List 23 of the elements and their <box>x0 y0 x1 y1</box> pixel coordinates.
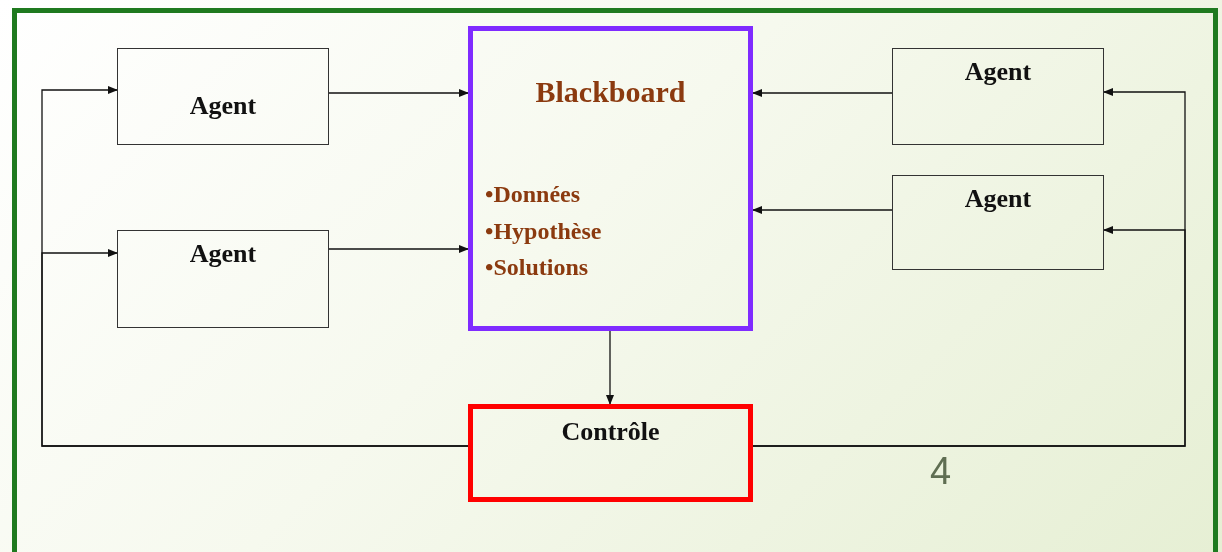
arrow <box>328 89 469 97</box>
agent-box <box>892 175 1104 270</box>
box-title: Blackboard <box>534 75 687 109</box>
box-title: Contrôle <box>560 417 661 447</box>
control-box <box>468 404 753 502</box>
arrow <box>41 249 469 447</box>
arrow <box>606 330 614 405</box>
agent-box <box>892 48 1104 145</box>
box-title: Agent <box>188 239 258 269</box>
list-item: •Hypothèse <box>485 218 602 245</box>
blackboard-box <box>468 26 753 331</box>
list-item: •Données <box>485 181 581 208</box>
arrow <box>752 206 893 214</box>
arrow <box>752 226 1186 447</box>
agent-box <box>117 48 329 145</box>
list-item: •Solutions <box>485 254 589 281</box>
box-title: Agent <box>188 91 258 121</box>
arrow <box>328 245 469 253</box>
page-number: 4 <box>930 450 952 493</box>
box-title: Agent <box>963 57 1033 87</box>
box-title: Agent <box>963 184 1033 214</box>
agent-box <box>117 230 329 328</box>
arrow <box>752 89 893 97</box>
